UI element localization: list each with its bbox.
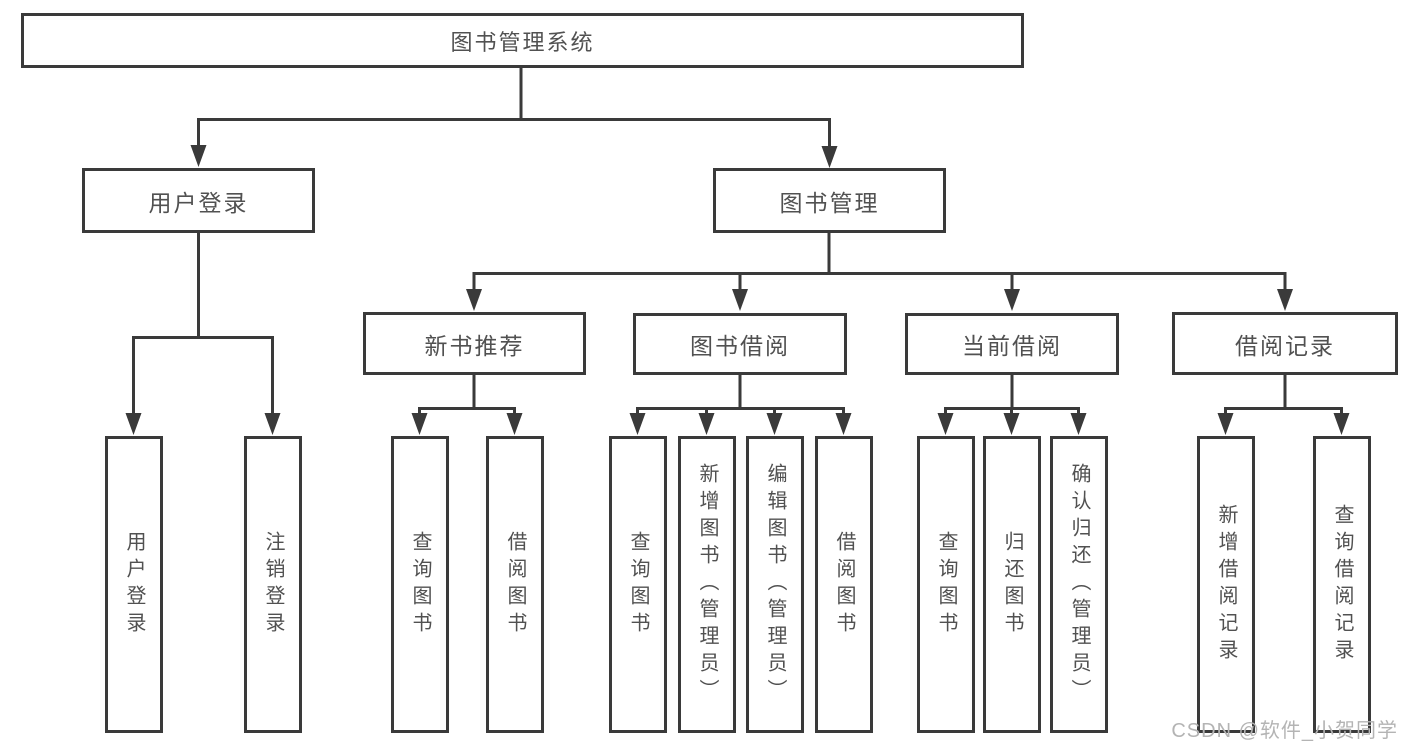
node-new-book-recommend: 新书推荐 xyxy=(363,312,586,375)
node-user-login: 用户登录 xyxy=(82,168,315,233)
node-book-management-label: 图书管理 xyxy=(779,189,880,216)
leaf-borrow-books-1-label: 借阅图书 xyxy=(504,530,526,639)
leaf-add-borrow-record-label: 新增借阅记录 xyxy=(1215,503,1237,666)
leaf-return-book: 归还图书 xyxy=(983,436,1041,733)
leaf-edit-book-admin: 编辑图书（管理员） xyxy=(746,436,804,733)
leaf-borrow-books-2: 借阅图书 xyxy=(815,436,873,733)
leaf-logout: 注销登录 xyxy=(244,436,302,733)
leaf-query-books-1-label: 查询图书 xyxy=(409,530,431,639)
node-current-borrow-label: 当前借阅 xyxy=(962,333,1062,359)
leaf-query-books-3: 查询图书 xyxy=(917,436,975,733)
node-borrow-records: 借阅记录 xyxy=(1172,312,1398,375)
leaf-logout-label: 注销登录 xyxy=(262,530,284,639)
leaf-confirm-return-admin-label: 确认归还（管理员） xyxy=(1068,463,1090,706)
leaf-confirm-return-admin: 确认归还（管理员） xyxy=(1050,436,1108,733)
arrow-down-icons xyxy=(125,145,1350,435)
leaf-query-books-3-label: 查询图书 xyxy=(935,530,957,639)
leaf-user-login: 用户登录 xyxy=(105,436,163,733)
node-borrow-records-label: 借阅记录 xyxy=(1235,332,1335,359)
leaf-edit-book-admin-label: 编辑图书（管理员） xyxy=(764,463,786,706)
leaf-return-book-label: 归还图书 xyxy=(1001,530,1023,639)
node-new-book-recommend-label: 新书推荐 xyxy=(424,332,525,359)
node-root: 图书管理系统 xyxy=(21,13,1024,68)
leaf-add-borrow-record: 新增借阅记录 xyxy=(1197,436,1255,733)
node-user-login-label: 用户登录 xyxy=(148,189,249,216)
leaf-query-books-2-label: 查询图书 xyxy=(627,530,649,639)
node-root-label: 图书管理系统 xyxy=(450,29,595,55)
leaf-user-login-label: 用户登录 xyxy=(123,530,145,639)
node-book-borrow-label: 图书借阅 xyxy=(690,333,790,359)
leaf-borrow-books-1: 借阅图书 xyxy=(486,436,544,733)
node-current-borrow: 当前借阅 xyxy=(905,313,1119,375)
watermark: CSDN @软件_小贺同学 xyxy=(1171,720,1398,742)
leaf-add-book-admin-label: 新增图书（管理员） xyxy=(696,463,718,706)
leaf-query-borrow-record-label: 查询借阅记录 xyxy=(1331,503,1353,666)
leaf-add-book-admin: 新增图书（管理员） xyxy=(678,436,736,733)
node-book-borrow: 图书借阅 xyxy=(633,313,847,375)
node-book-management: 图书管理 xyxy=(713,168,946,233)
leaf-borrow-books-2-label: 借阅图书 xyxy=(833,530,855,639)
leaf-query-books-1: 查询图书 xyxy=(391,436,449,733)
leaf-query-borrow-record: 查询借阅记录 xyxy=(1313,436,1371,733)
leaf-query-books-2: 查询图书 xyxy=(609,436,667,733)
